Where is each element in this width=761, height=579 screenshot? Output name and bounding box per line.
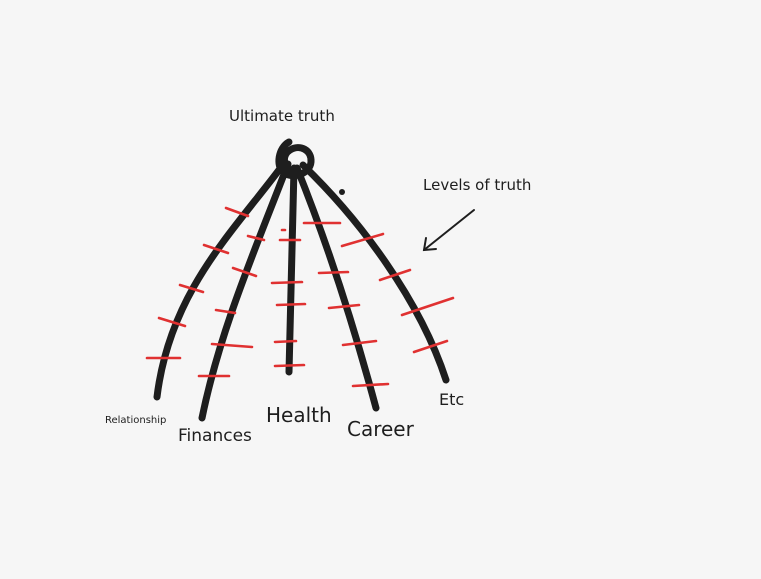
branch-label-relationship: Relationship	[105, 415, 167, 426]
branch-label-health: Health	[266, 403, 332, 427]
level-mark	[275, 302, 307, 307]
level-mark	[273, 363, 306, 368]
level-mark	[214, 308, 237, 315]
branch-label-career: Career	[347, 417, 414, 441]
level-mark	[412, 339, 449, 354]
diagram-title: Ultimate truth	[229, 107, 335, 125]
level-mark	[231, 266, 258, 278]
annotation-label: Levels of truth	[423, 176, 532, 194]
level-mark	[400, 296, 455, 317]
level-mark	[341, 339, 378, 347]
level-mark	[246, 234, 266, 242]
branch-career	[293, 164, 380, 412]
branch-etc	[299, 161, 450, 384]
level-mark	[178, 283, 205, 294]
level-mark	[273, 339, 298, 344]
ultimate-truth-knot	[275, 138, 315, 180]
level-mark	[202, 243, 230, 255]
level-mark	[210, 342, 254, 349]
level-mark	[270, 280, 304, 285]
branch-relationship	[153, 158, 289, 401]
level-mark	[351, 382, 390, 388]
level-mark	[378, 268, 412, 282]
annotation-arrow-head	[422, 237, 437, 252]
ink-dot	[339, 189, 345, 195]
branch-finances	[198, 160, 292, 422]
level-mark	[157, 316, 187, 328]
level-mark	[327, 303, 361, 310]
annotation-arrow	[423, 209, 475, 251]
branch-label-finances: Finances	[178, 426, 252, 446]
branch-label-etc: Etc	[439, 390, 465, 409]
level-mark	[317, 270, 350, 275]
branch-health	[285, 164, 298, 376]
level-mark	[224, 206, 250, 218]
level-mark	[340, 232, 385, 248]
